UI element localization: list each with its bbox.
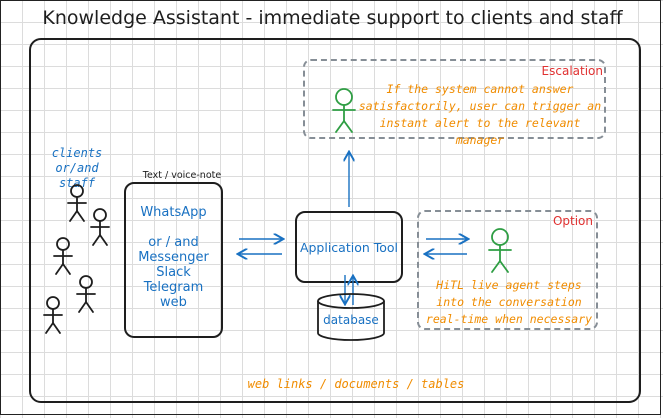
channel-or-and: or / and	[148, 235, 199, 250]
users-group-icon	[43, 184, 110, 334]
system-frame	[29, 38, 641, 403]
option-box	[417, 210, 598, 330]
person-icon	[53, 237, 73, 275]
escalation-line-2: satisfactorily, user can trigger an	[358, 99, 602, 113]
escalation-box	[303, 59, 606, 139]
escalation-text: If the system cannot answer satisfactori…	[355, 81, 605, 149]
live-agent-icon	[488, 228, 512, 273]
channels-list: WhatsApp or / and Messenger Slack Telegr…	[124, 205, 223, 310]
database-icon	[317, 293, 385, 341]
channel-messenger: Messenger	[138, 250, 209, 265]
person-icon	[43, 296, 63, 334]
channel-web: web	[160, 295, 187, 310]
escalation-line-3: instant alert to the relevant manager	[379, 116, 581, 147]
channels-box	[124, 182, 223, 338]
person-icon	[90, 208, 110, 246]
users-label: clients or/and staff	[31, 146, 123, 191]
person-icon	[67, 184, 87, 222]
manager-icon	[332, 88, 356, 133]
option-line-2: into the conversation	[436, 295, 582, 309]
channel-slack: Slack	[156, 265, 191, 280]
option-text: HiTL live agent steps into the conversat…	[421, 277, 597, 328]
option-line-1: HiTL live agent steps	[436, 278, 582, 292]
sources-label: web links / documents / tables	[247, 377, 465, 391]
users-label-line2: staff	[58, 176, 96, 190]
diagram-title: Knowledge Assistant - immediate support …	[42, 7, 623, 29]
escalation-line-1: If the system cannot answer	[386, 82, 574, 96]
users-label-line1: clients or/and	[51, 146, 103, 175]
option-line-3: real-time when necessary	[425, 312, 593, 326]
channel-whatsapp: WhatsApp	[140, 205, 207, 220]
channel-telegram: Telegram	[143, 280, 204, 295]
channels-caption: Text / voice-note	[142, 170, 222, 181]
application-tool-label: Application Tool	[299, 240, 399, 255]
database-label: database	[323, 313, 379, 327]
person-icon	[76, 275, 96, 313]
option-label: Option	[552, 214, 593, 228]
escalation-label: Escalation	[541, 64, 603, 78]
